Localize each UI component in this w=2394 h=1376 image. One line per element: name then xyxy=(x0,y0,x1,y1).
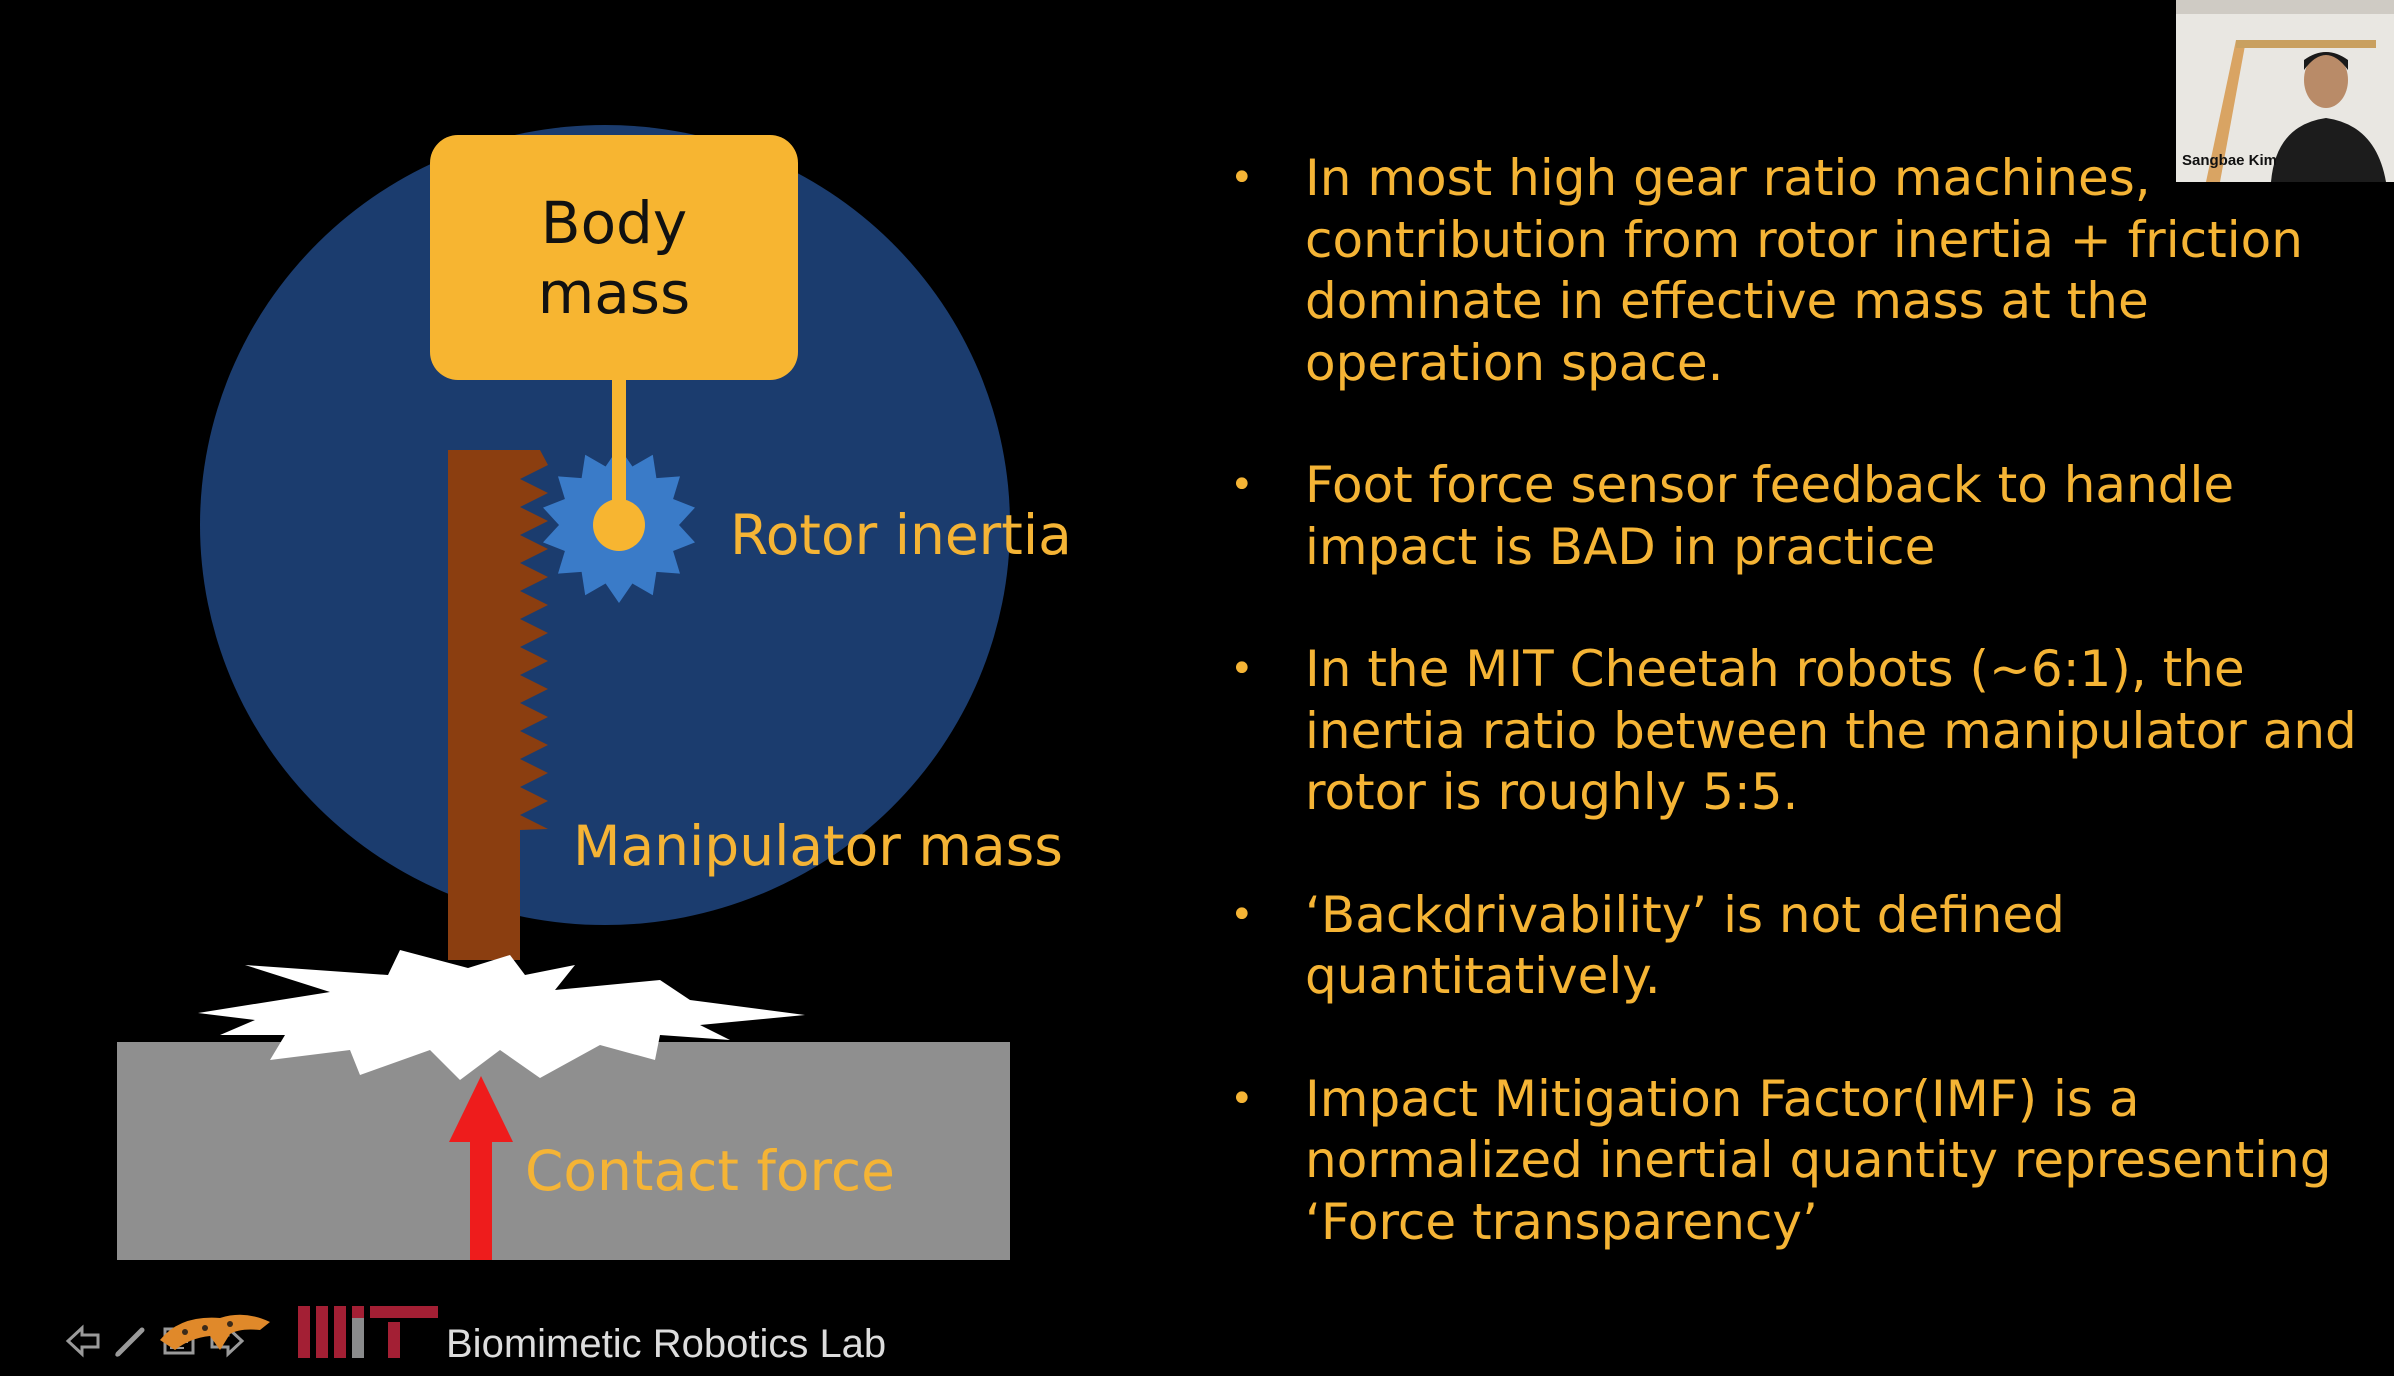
contact-arrow-shaft xyxy=(470,1140,492,1260)
body-mass-label: Body mass xyxy=(537,188,691,327)
ground-block xyxy=(117,1042,1010,1260)
impact-burst xyxy=(198,950,805,1080)
gear-hub xyxy=(593,499,645,551)
manipulator-rack xyxy=(448,450,548,960)
pen-icon[interactable] xyxy=(112,1322,150,1360)
mit-logo-icon xyxy=(298,1306,438,1358)
bullet-text: ‘Backdrivability’ is not defined quantit… xyxy=(1305,885,2065,1006)
participant-video xyxy=(2176,0,2394,182)
bullet-dot: • xyxy=(1230,891,1254,938)
bullet-list: • In most high gear ratio machines, contr… xyxy=(1230,148,2380,1314)
bullet-text: Impact Mitigation Factor(IMF) is a norma… xyxy=(1305,1069,2332,1251)
bullet-item: • Foot force sensor feedback to handle im… xyxy=(1230,455,2380,578)
participant-video-tile[interactable]: Sangbae Kim xyxy=(2176,0,2394,182)
bullet-text: In the MIT Cheetah robots (~6:1), the in… xyxy=(1305,640,2357,821)
lab-name: Biomimetic Robotics Lab xyxy=(446,1322,887,1366)
diagram xyxy=(117,125,1010,1260)
bullet-item: • Impact Mitigation Factor(IMF) is a norm… xyxy=(1230,1069,2380,1254)
bullet-dot: • xyxy=(1230,1075,1254,1122)
body-mass-box xyxy=(430,135,798,380)
contact-force-label: Contact force xyxy=(525,1139,895,1203)
connecting-rod xyxy=(612,372,626,520)
contact-arrow-head xyxy=(449,1076,513,1142)
participant-name: Sangbae Kim xyxy=(2182,152,2278,169)
manipulator-mass-label: Manipulator mass xyxy=(573,814,1063,878)
bullet-item: • In the MIT Cheetah robots (~6:1), the i… xyxy=(1230,639,2380,824)
back-icon[interactable] xyxy=(64,1322,102,1360)
bullet-item: • In most high gear ratio machines, contr… xyxy=(1230,148,2380,394)
bullet-item: • ‘Backdrivability’ is not defined quanti… xyxy=(1230,885,2380,1008)
bullet-text: Foot force sensor feedback to handle imp… xyxy=(1305,456,2235,576)
cheetah-logo-icon xyxy=(160,1314,270,1350)
bullet-dot: • xyxy=(1230,155,1254,201)
bullet-text: In most high gear ratio machines, contri… xyxy=(1305,149,2303,392)
bullet-dot: • xyxy=(1230,646,1254,692)
bullet-dot: • xyxy=(1230,462,1254,508)
rotor-inertia-label: Rotor inertia xyxy=(730,503,1072,567)
person-head xyxy=(2304,52,2348,108)
